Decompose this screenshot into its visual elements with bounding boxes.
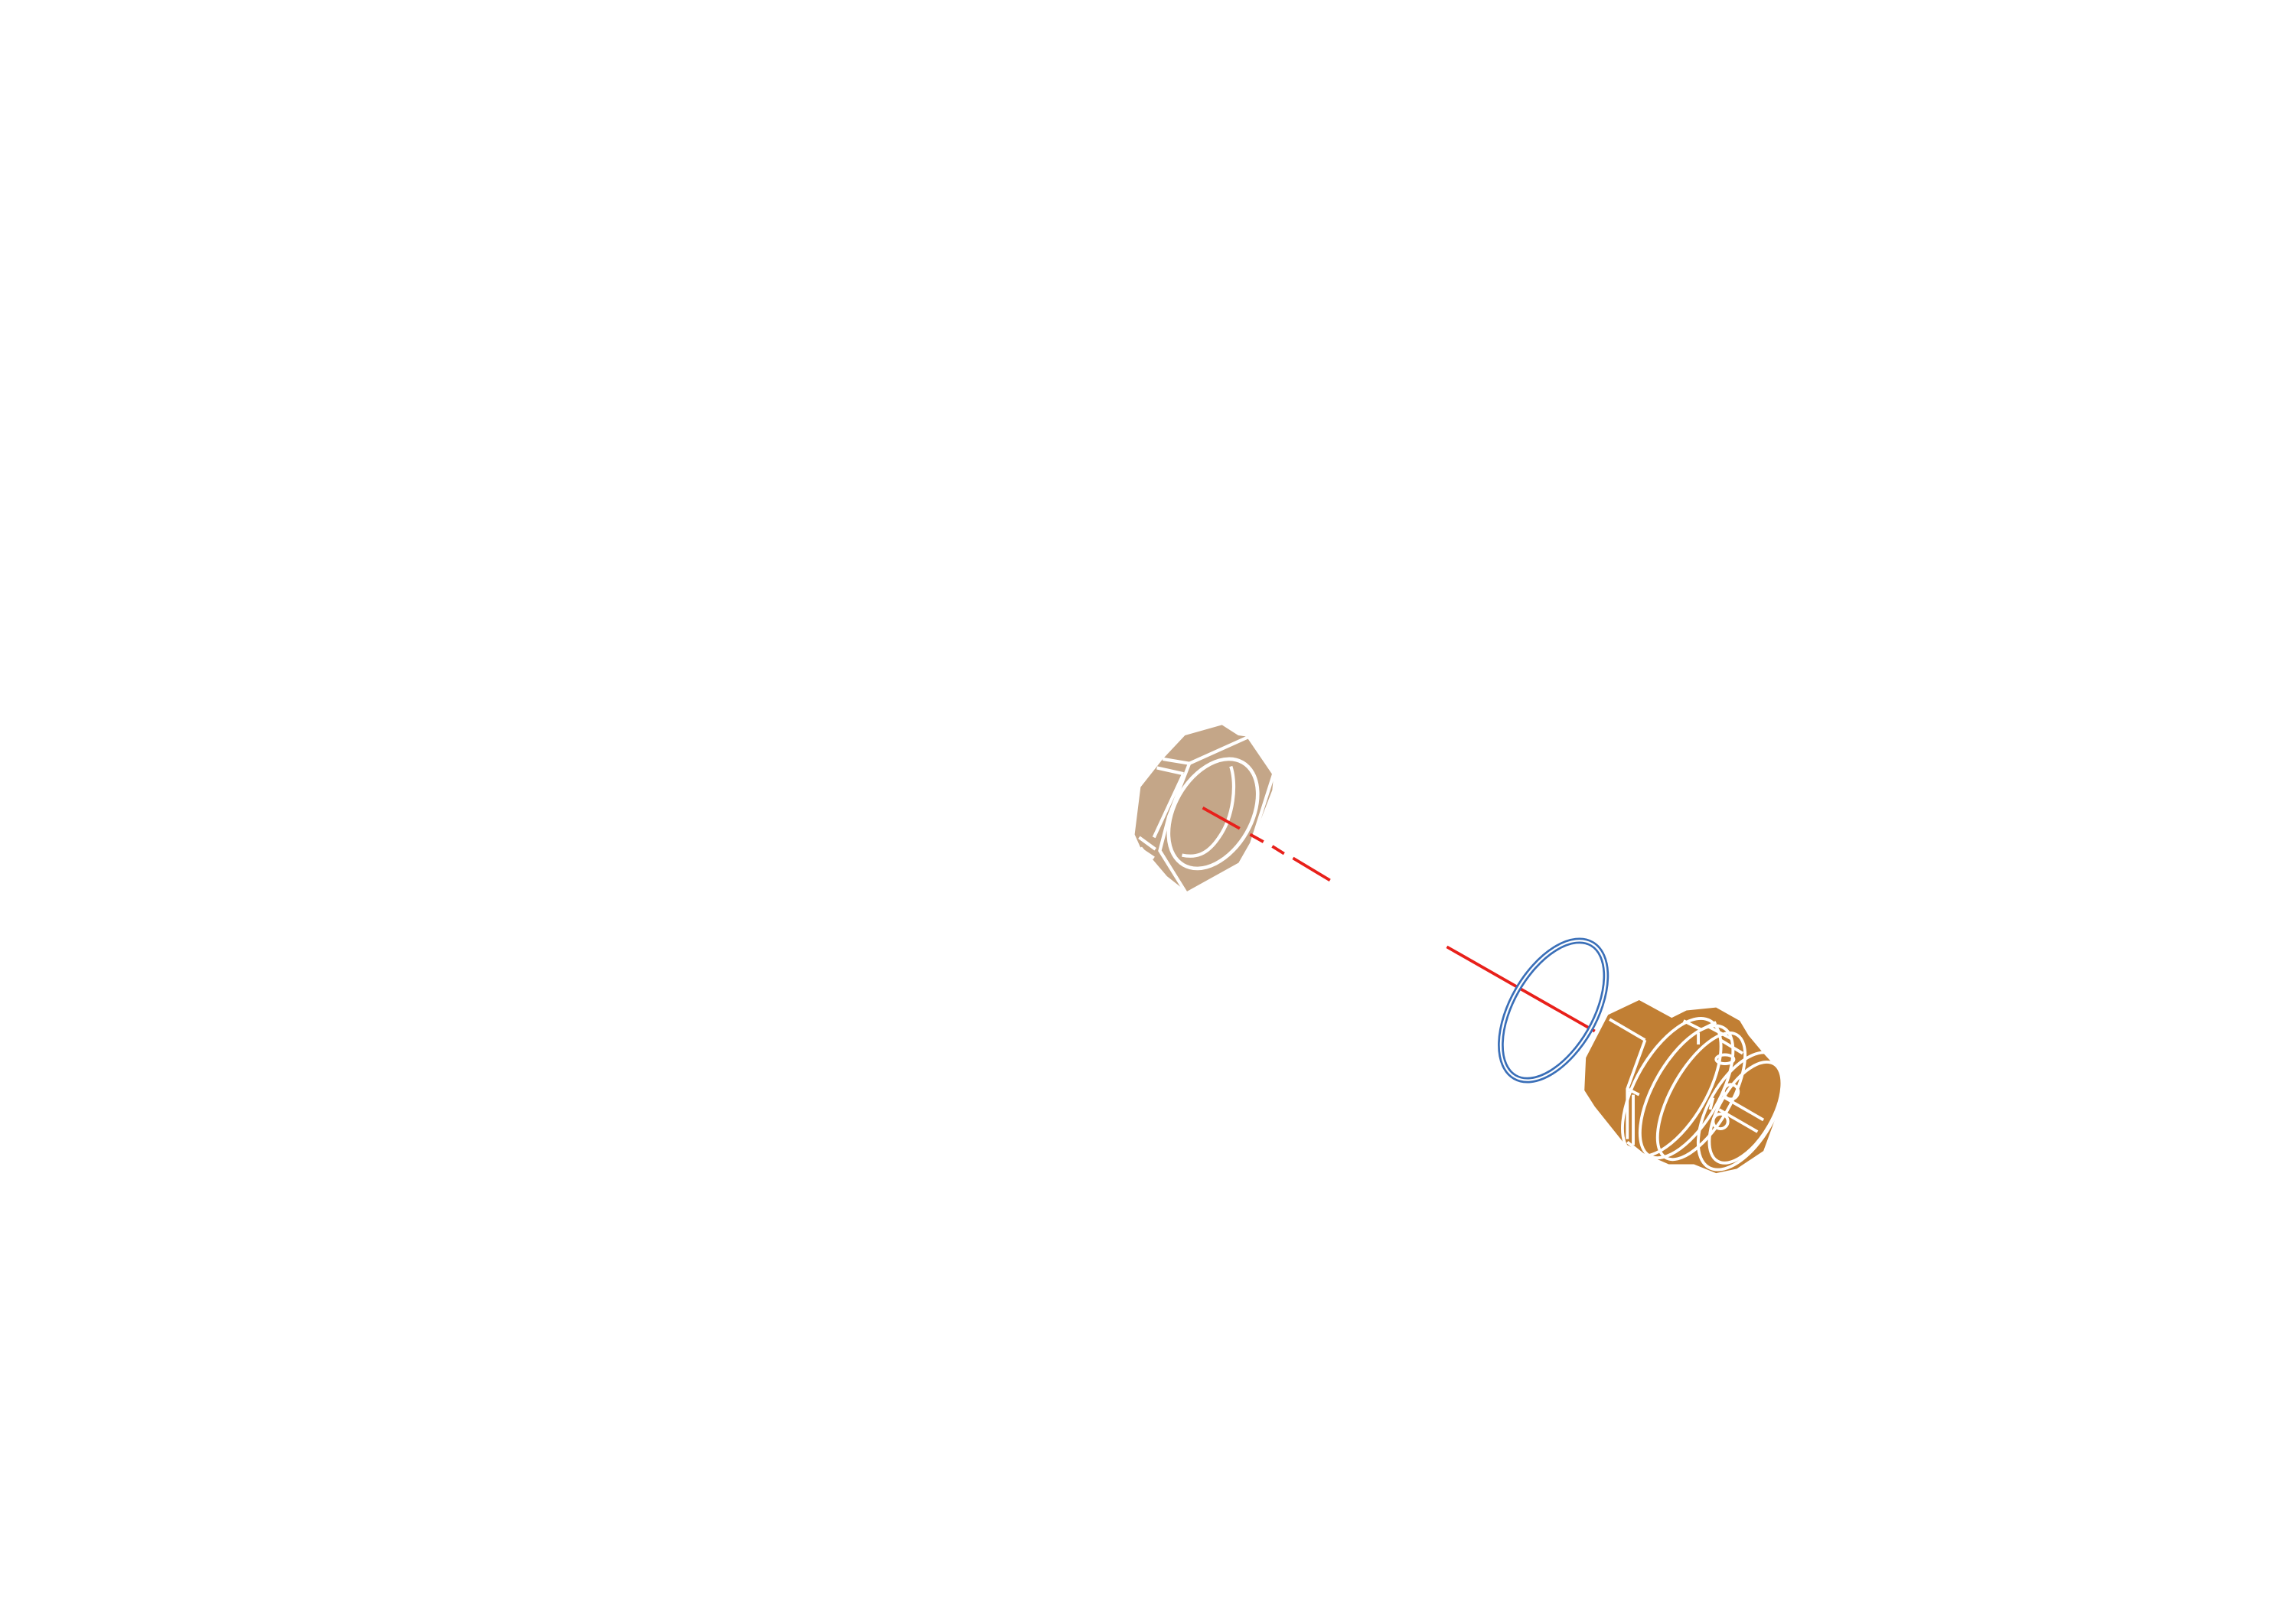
threaded-fitting-icon <box>1584 999 1786 1174</box>
assembly-axis-line <box>1202 806 1596 1033</box>
o-ring-icon <box>1498 937 1609 1084</box>
